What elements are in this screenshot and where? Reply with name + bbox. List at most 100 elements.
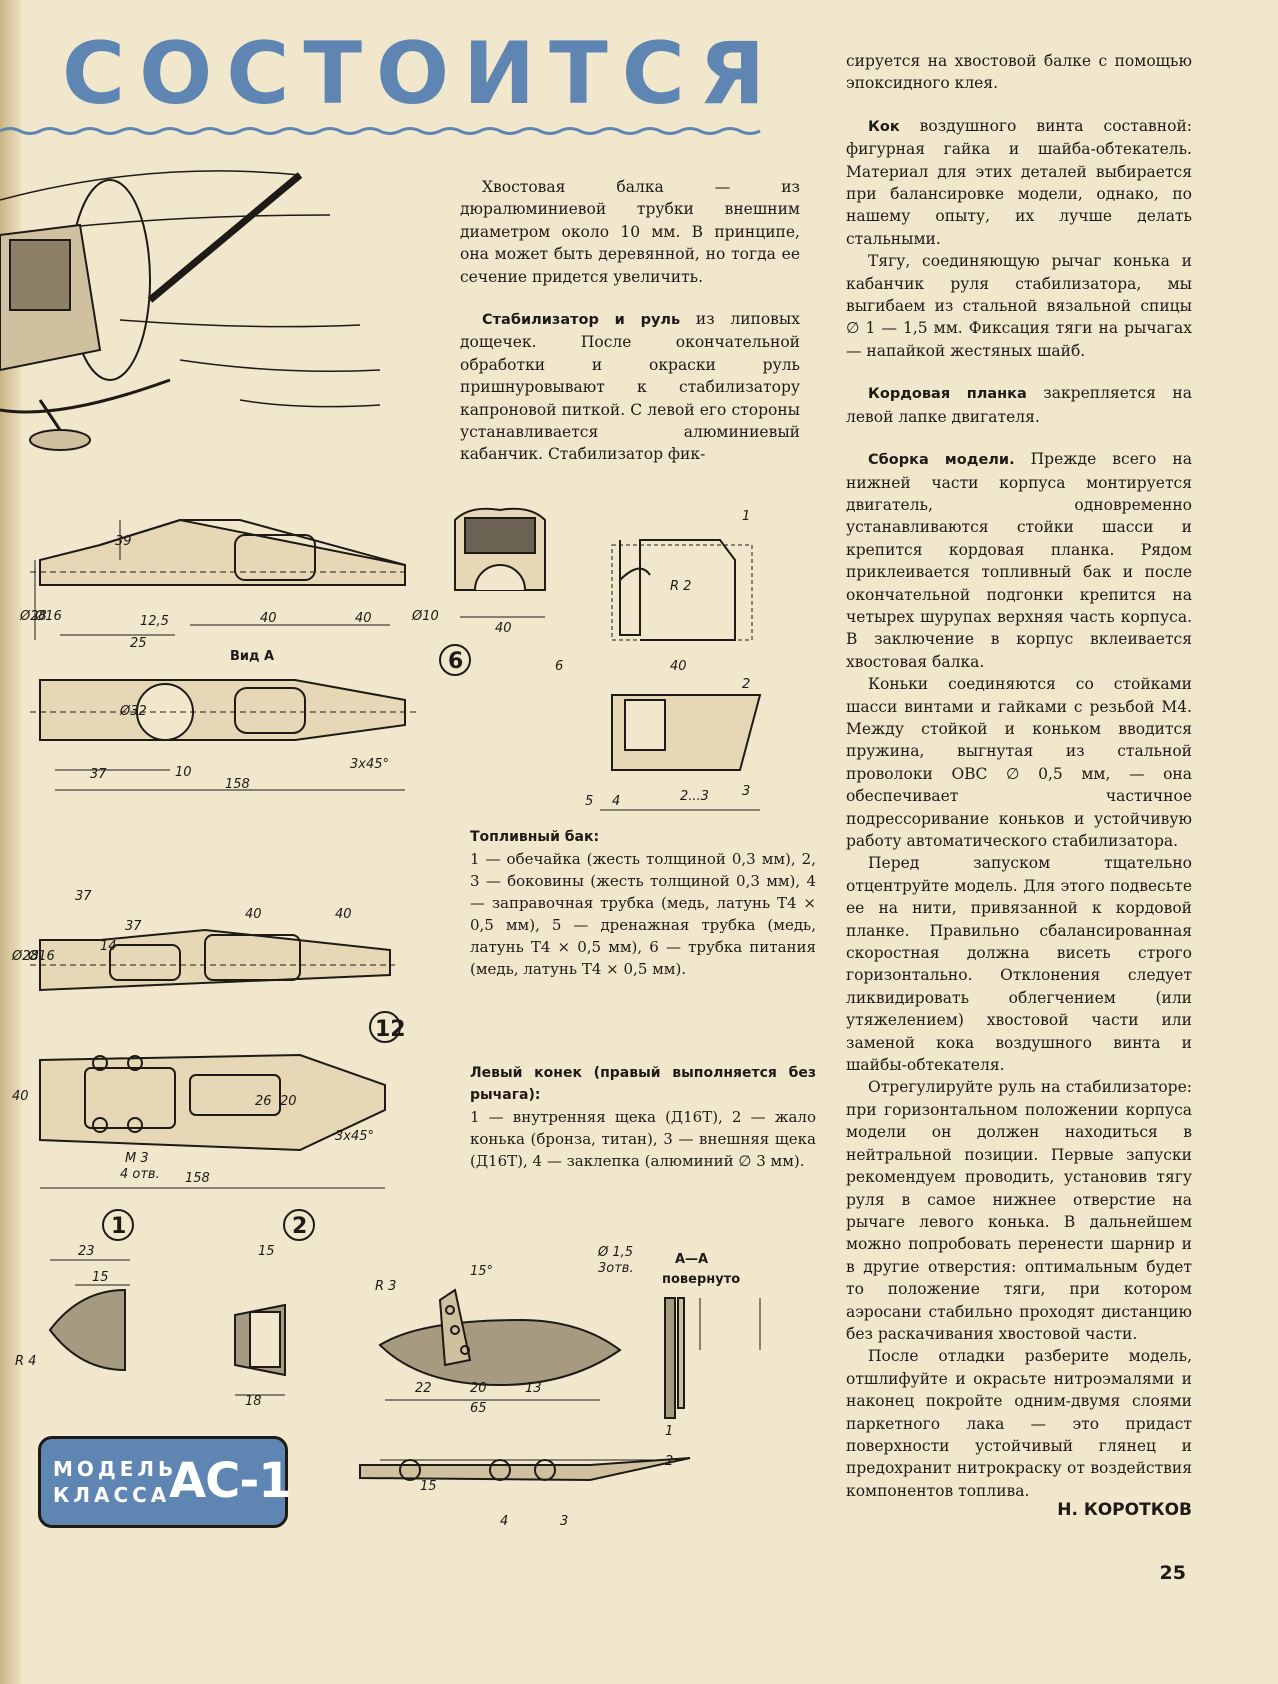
svg-text:13: 13 — [525, 1381, 542, 1396]
svg-text:3: 3 — [742, 784, 750, 799]
svg-text:22: 22 — [415, 1381, 432, 1396]
col2-p5: Сборка модели. Прежде всего на нижней ча… — [846, 448, 1192, 673]
page-number: 25 — [1159, 1562, 1186, 1584]
svg-text:повернуто: повернуто — [662, 1272, 740, 1287]
svg-text:37: 37 — [75, 889, 92, 904]
cord-plate-lead: Кордовая планка — [868, 386, 1027, 403]
svg-text:2: 2 — [742, 677, 750, 692]
part-6-drawing — [439, 507, 546, 676]
svg-text:A—A: A—A — [675, 1252, 708, 1267]
svg-text:М 3: М 3 — [125, 1151, 149, 1166]
assembly-text: Прежде всего на нижней части корпуса мон… — [846, 450, 1192, 671]
svg-text:5: 5 — [585, 794, 593, 809]
page-binding-shadow — [0, 0, 22, 1684]
svg-text:R 4: R 4 — [15, 1354, 36, 1369]
svg-text:12,5: 12,5 — [140, 614, 169, 629]
svg-text:15: 15 — [420, 1479, 437, 1494]
col2-p9: После отладки разберите модель, отшлифуй… — [846, 1347, 1192, 1500]
svg-text:40: 40 — [670, 659, 687, 674]
svg-text:2...3: 2...3 — [680, 789, 709, 804]
svg-text:18: 18 — [245, 1394, 262, 1409]
svg-text:26: 26 — [255, 1094, 272, 1109]
svg-text:4 отв.: 4 отв. — [120, 1167, 160, 1182]
svg-text:40: 40 — [495, 621, 512, 636]
skate-side-view — [359, 1288, 691, 1482]
svg-text:40: 40 — [12, 1089, 29, 1104]
svg-text:15: 15 — [92, 1270, 109, 1285]
svg-text:Ø28: Ø28 — [11, 949, 39, 964]
svg-text:Ø 1,5: Ø 1,5 — [597, 1245, 633, 1260]
svg-text:14: 14 — [100, 939, 117, 954]
svg-text:Ø28: Ø28 — [19, 609, 47, 624]
col2-p6: Коньки соединяются со стойками шасси вин… — [846, 675, 1192, 850]
col2-p3: Тягу, соединяющую рычаг конька и кабанчи… — [846, 252, 1192, 360]
col2-p1: сируется на хвостовой балке с помощью эп… — [846, 52, 1192, 93]
svg-text:Ø16: Ø16 — [27, 949, 55, 964]
svg-text:1: 1 — [665, 1424, 673, 1439]
heading-wavy-rule — [0, 127, 761, 135]
svg-text:40: 40 — [245, 907, 262, 922]
svg-text:40: 40 — [335, 907, 352, 922]
svg-text:40: 40 — [260, 611, 277, 626]
badge-class: АС-1 — [169, 1453, 292, 1509]
article-heading: СОСТОИТСЯ — [62, 24, 780, 124]
stabilizer-lead: Стабилизатор и руль — [482, 312, 681, 329]
column-right-text: сируется на хвостовой балке с помощью эп… — [846, 50, 1192, 1502]
cone-text: воздушного винта составной: фигурная гай… — [846, 116, 1192, 248]
cone-lead: Кок — [868, 118, 900, 135]
section-a-a — [664, 1297, 761, 1419]
svg-text:Ø32: Ø32 — [119, 704, 147, 719]
svg-text:2: 2 — [665, 1454, 673, 1469]
stabilizer-text: из липовых дощечек. После окончательной … — [460, 310, 800, 464]
col2-p7: Перед запуском тщательно отцентруйте мод… — [846, 854, 1192, 1075]
stabilizer-paragraph: Стабилизатор и руль из липовых дощечек. … — [460, 308, 800, 466]
body-side-view — [30, 518, 410, 640]
skate-caption: Левый конек (правый выполняется без рыча… — [470, 1062, 816, 1172]
col2-p2: Кок воздушного винта составной: фигурная… — [846, 115, 1192, 250]
skate-title: Левый конек (правый выполняется без рыча… — [470, 1065, 816, 1103]
svg-text:4: 4 — [612, 794, 620, 809]
author-name: Н. КОРОТКОВ — [1057, 1500, 1192, 1520]
body-top-view-a — [30, 679, 420, 791]
part-12-top-view — [39, 1011, 401, 1189]
svg-text:158: 158 — [185, 1171, 210, 1186]
fuel-tank-text: 1 — обечайка (жесть толщиной 0,3 мм), 2,… — [470, 850, 816, 978]
fuel-tank-drawing — [600, 539, 762, 811]
aerosled-sketch — [0, 170, 381, 451]
body-bottom-side-view — [30, 928, 395, 992]
svg-text:Ø16: Ø16 — [34, 609, 62, 624]
svg-text:R 2: R 2 — [670, 579, 691, 594]
svg-text:15: 15 — [258, 1244, 275, 1259]
svg-text:10: 10 — [175, 765, 192, 780]
svg-text:15°: 15° — [470, 1264, 493, 1279]
skate-text: 1 — внутренняя щека (Д16Т), 2 — жало кон… — [470, 1108, 816, 1170]
badge-line-2: КЛАССА — [53, 1483, 171, 1507]
svg-text:40: 40 — [355, 611, 372, 626]
svg-text:1: 1 — [111, 1214, 126, 1239]
svg-text:6: 6 — [448, 649, 463, 674]
col2-p4: Кордовая планка закрепляется на левой ла… — [846, 382, 1192, 428]
svg-text:Ø10: Ø10 — [411, 609, 439, 624]
column-left-text: Хвостовая балка — из дюралюминиевой труб… — [460, 176, 800, 466]
svg-text:6: 6 — [555, 659, 563, 674]
svg-text:20: 20 — [280, 1094, 297, 1109]
svg-text:158: 158 — [225, 777, 250, 792]
svg-text:23: 23 — [78, 1244, 95, 1259]
assembly-lead: Сборка модели. — [868, 452, 1015, 469]
svg-text:R 3: R 3 — [375, 1279, 396, 1294]
svg-text:65: 65 — [470, 1401, 487, 1416]
fuel-tank-caption: Топливный бак: 1 — обечайка (жесть толщи… — [470, 826, 816, 980]
svg-text:3x45°: 3x45° — [350, 757, 389, 772]
cord-plate-text: закрепляется на левой лапке двигателя. — [846, 384, 1192, 426]
svg-text:3отв.: 3отв. — [598, 1261, 634, 1276]
svg-text:25: 25 — [130, 636, 147, 651]
model-class-badge: МОДЕЛЬ КЛАССА АС-1 — [38, 1436, 292, 1528]
col2-p8: Отрегулируйте руль на стабилизаторе: при… — [846, 1078, 1192, 1343]
svg-text:4: 4 — [500, 1514, 508, 1529]
svg-text:3: 3 — [560, 1514, 568, 1529]
fuel-tank-title: Топливный бак: — [470, 829, 600, 845]
svg-text:37: 37 — [90, 767, 107, 782]
svg-text:39: 39 — [115, 534, 132, 549]
part-1-cone — [48, 1209, 134, 1372]
svg-text:Вид А: Вид А — [230, 649, 274, 664]
